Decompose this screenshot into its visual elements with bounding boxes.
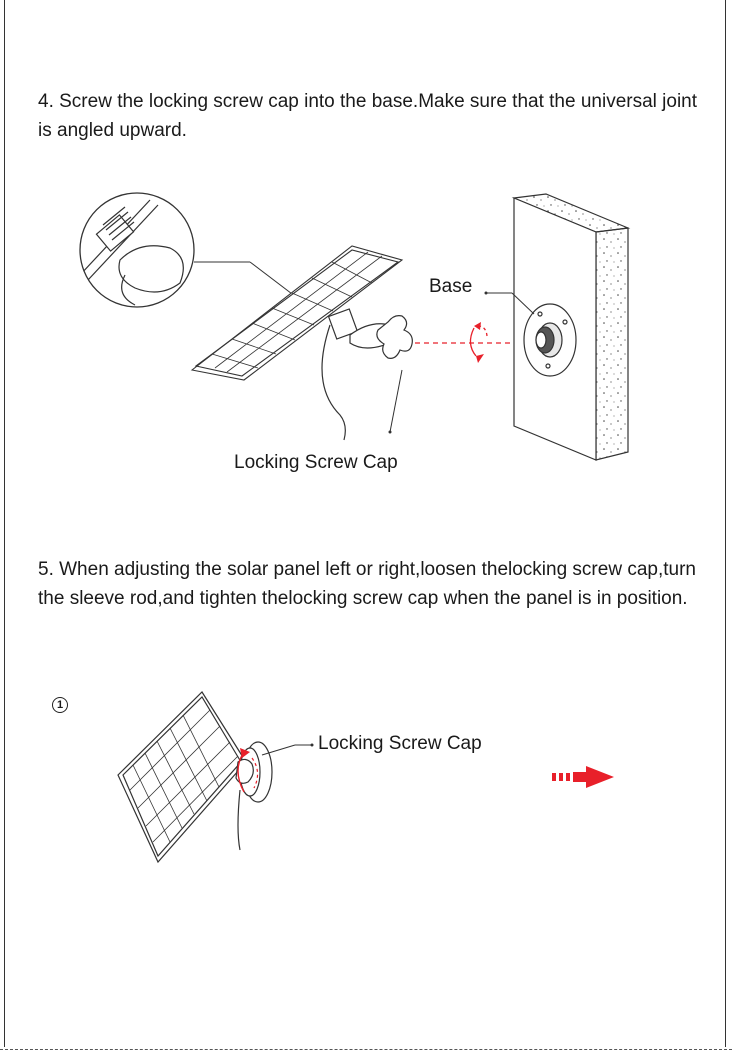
solar-panel bbox=[190, 245, 404, 381]
step-4-illustration bbox=[79, 192, 631, 461]
step-5-instruction: 5. When adjusting the solar panel left o… bbox=[38, 559, 696, 609]
locking-screw-cap-label: Locking Screw Cap bbox=[234, 452, 398, 473]
rotation-arrow bbox=[237, 748, 259, 793]
rotation-arrow bbox=[415, 322, 520, 363]
locking-screw-cap-label-2: Locking Screw Cap bbox=[318, 733, 482, 754]
base-mount bbox=[523, 303, 577, 377]
zoom-detail bbox=[79, 192, 301, 308]
step-4-instruction: 4. Screw the locking screw cap into the … bbox=[38, 91, 698, 141]
bracket bbox=[327, 308, 413, 359]
mount-assembly bbox=[235, 741, 273, 803]
step-5-illustration bbox=[117, 691, 614, 864]
cut-line bbox=[0, 1049, 732, 1050]
direction-arrow-icon bbox=[552, 766, 614, 788]
base-label: Base bbox=[429, 276, 473, 297]
solar-panel-front bbox=[117, 691, 247, 864]
step-number-badge: 1 bbox=[52, 697, 68, 713]
page-frame bbox=[4, 0, 726, 1047]
